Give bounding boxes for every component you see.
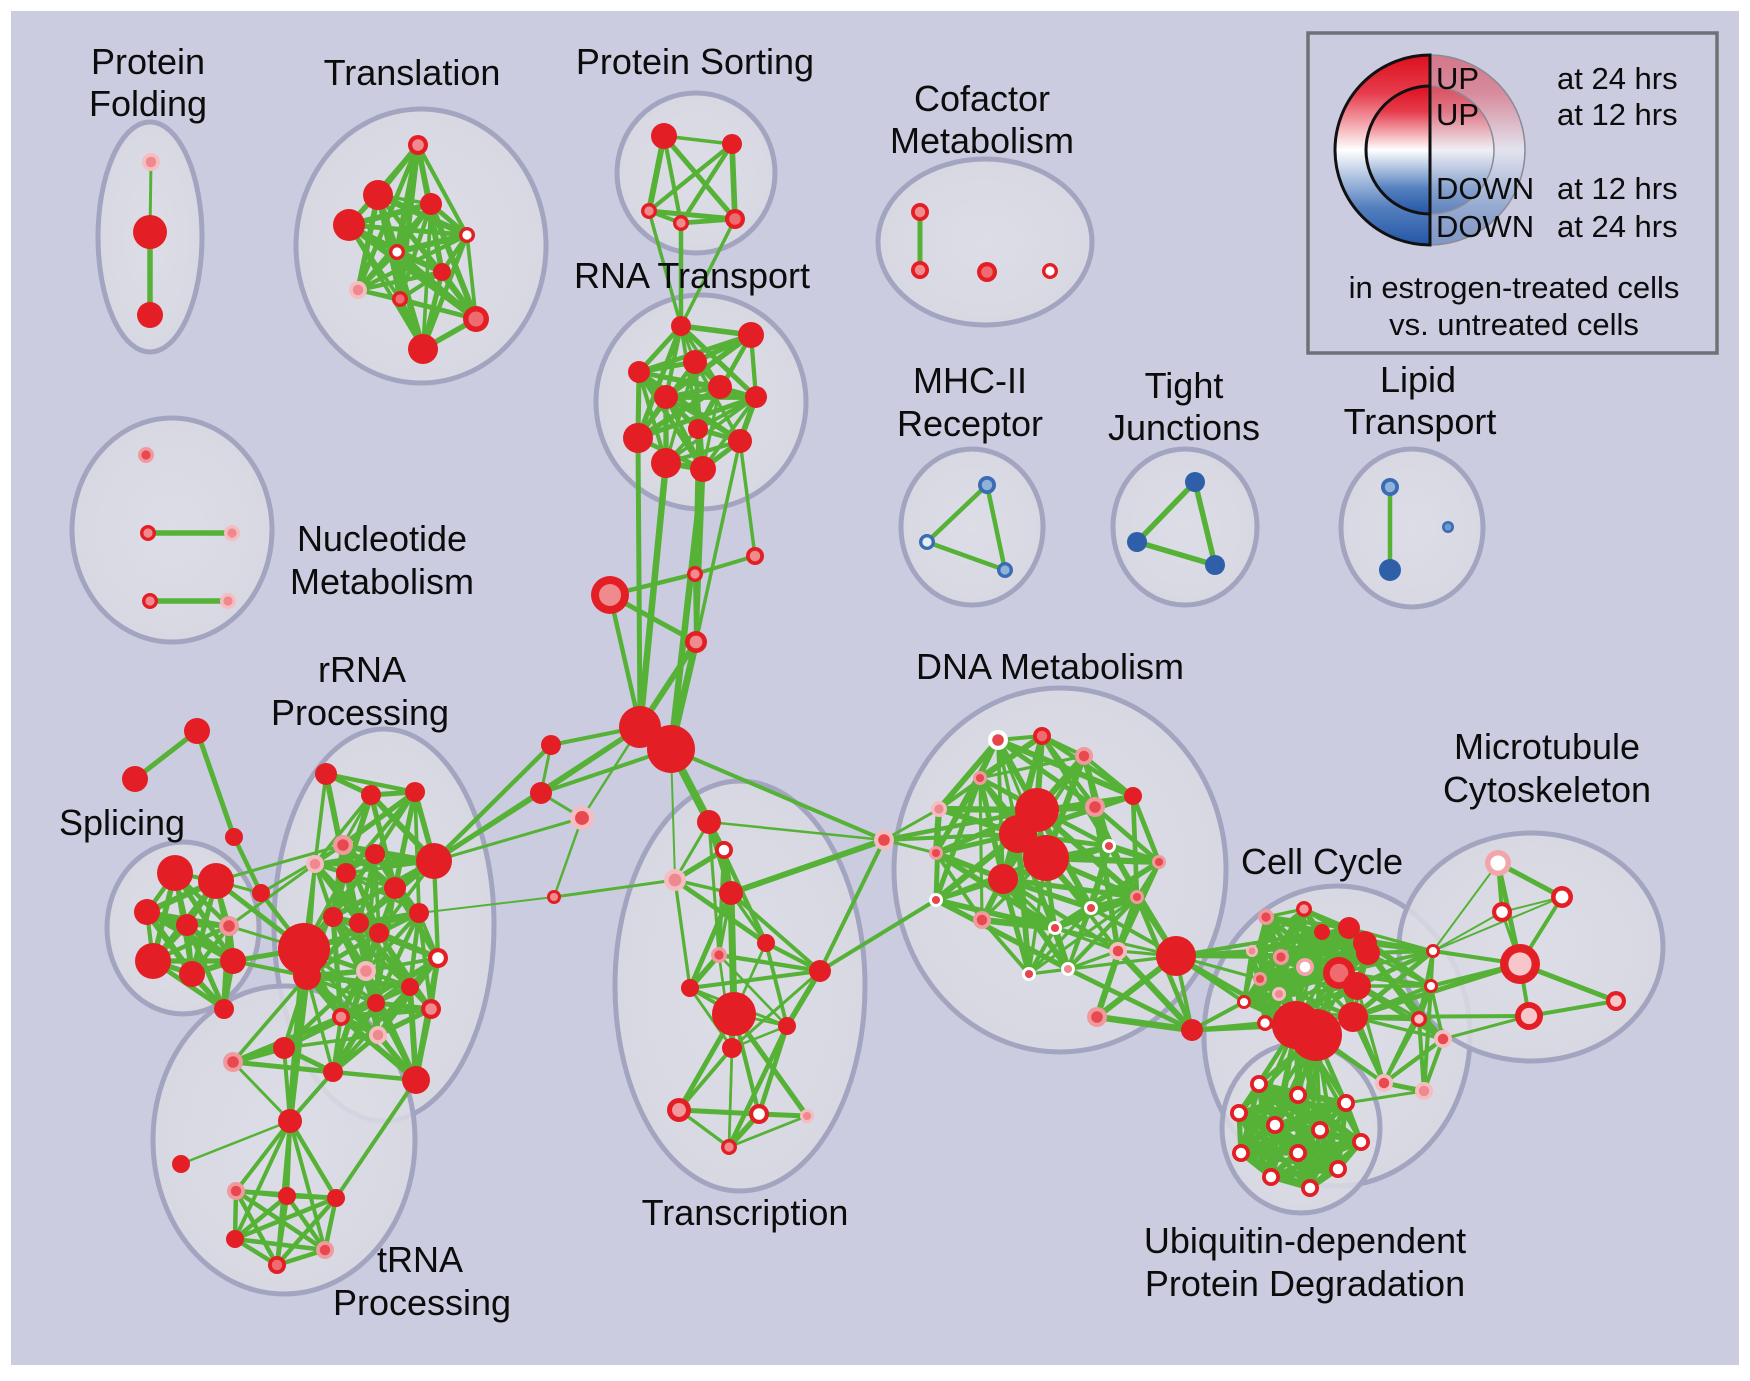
svg-text:Processing: Processing bbox=[271, 692, 449, 733]
svg-text:DOWN: DOWN bbox=[1436, 209, 1534, 244]
svg-text:Nucleotide: Nucleotide bbox=[297, 518, 467, 559]
svg-text:at 12 hrs: at 12 hrs bbox=[1557, 97, 1678, 132]
svg-text:Translation: Translation bbox=[324, 52, 501, 93]
svg-text:DOWN: DOWN bbox=[1436, 171, 1534, 206]
svg-text:Transport: Transport bbox=[1344, 401, 1497, 442]
svg-text:Lipid: Lipid bbox=[1380, 359, 1456, 400]
svg-text:tRNA: tRNA bbox=[377, 1239, 463, 1280]
svg-text:Microtubule: Microtubule bbox=[1454, 726, 1640, 767]
svg-text:rRNA: rRNA bbox=[318, 649, 406, 690]
svg-text:UP: UP bbox=[1436, 97, 1479, 132]
svg-text:at 12 hrs: at 12 hrs bbox=[1557, 171, 1678, 206]
svg-text:Processing: Processing bbox=[333, 1282, 511, 1323]
svg-text:vs. untreated cells: vs. untreated cells bbox=[1389, 307, 1639, 342]
svg-text:UP: UP bbox=[1436, 61, 1479, 96]
svg-text:Protein Sorting: Protein Sorting bbox=[576, 41, 814, 82]
svg-text:Protein: Protein bbox=[91, 41, 205, 82]
svg-text:Metabolism: Metabolism bbox=[290, 561, 474, 602]
svg-text:Cytoskeleton: Cytoskeleton bbox=[1443, 769, 1651, 810]
svg-text:Metabolism: Metabolism bbox=[890, 120, 1074, 161]
svg-text:Receptor: Receptor bbox=[897, 403, 1043, 444]
svg-text:Junctions: Junctions bbox=[1108, 407, 1260, 448]
svg-text:RNA Transport: RNA Transport bbox=[574, 255, 810, 296]
svg-text:at 24 hrs: at 24 hrs bbox=[1557, 209, 1678, 244]
svg-text:DNA Metabolism: DNA Metabolism bbox=[916, 646, 1184, 687]
svg-text:Tight: Tight bbox=[1145, 365, 1224, 406]
svg-text:in estrogen-treated cells: in estrogen-treated cells bbox=[1349, 270, 1680, 305]
svg-text:Splicing: Splicing bbox=[59, 802, 185, 843]
svg-text:Protein Degradation: Protein Degradation bbox=[1145, 1263, 1465, 1304]
svg-text:Folding: Folding bbox=[89, 83, 207, 124]
svg-text:Cell Cycle: Cell Cycle bbox=[1241, 841, 1403, 882]
svg-text:MHC-II: MHC-II bbox=[913, 360, 1027, 401]
svg-text:Transcription: Transcription bbox=[642, 1192, 849, 1233]
svg-text:at 24 hrs: at 24 hrs bbox=[1557, 61, 1678, 96]
svg-text:Ubiquitin-dependent: Ubiquitin-dependent bbox=[1144, 1220, 1466, 1261]
svg-text:Cofactor: Cofactor bbox=[914, 78, 1050, 119]
